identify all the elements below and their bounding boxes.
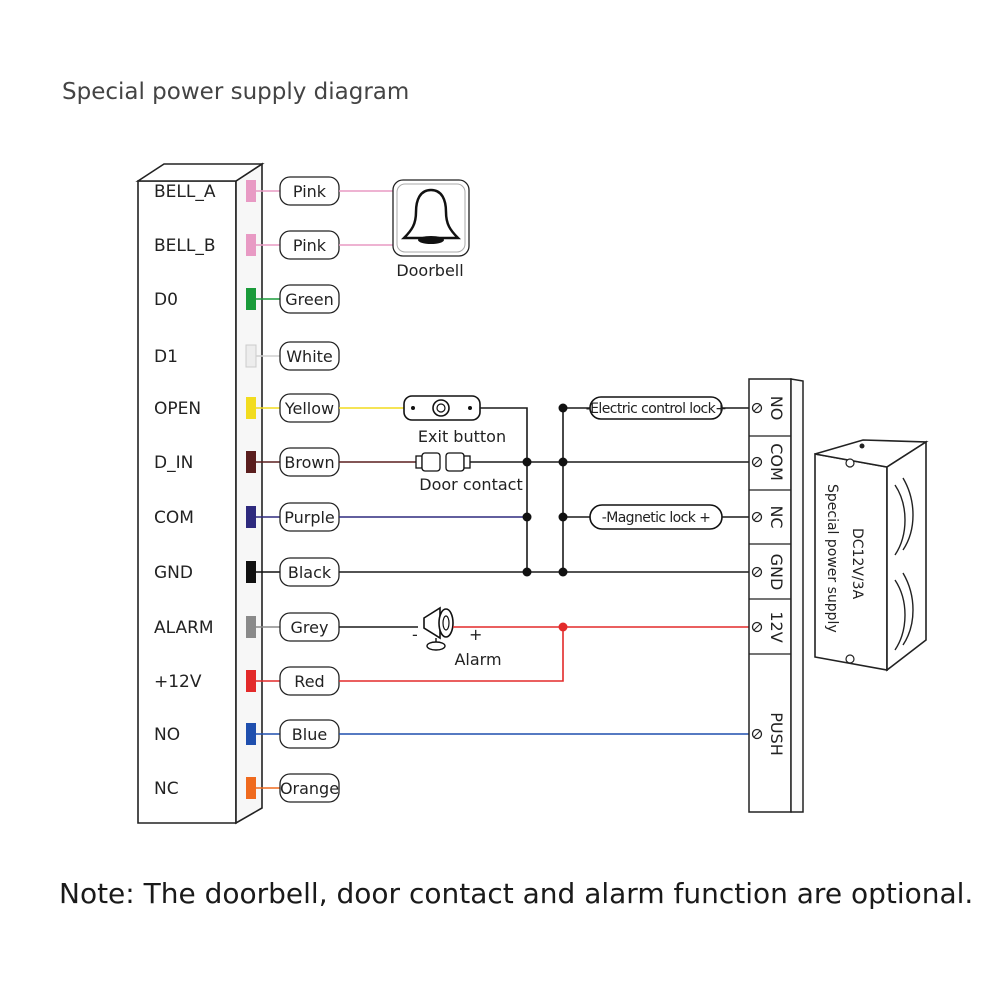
psu-terminal-label-12v: 12V xyxy=(767,611,786,642)
terminal-label-gnd: GND xyxy=(154,563,193,583)
terminal-label-v12: +12V xyxy=(154,672,202,692)
terminal-label-bell_b: BELL_B xyxy=(154,236,216,256)
terminal-row-gnd: GND Black xyxy=(154,557,340,587)
alarm-minus-label: - xyxy=(412,625,418,644)
screw-gnd xyxy=(751,566,763,578)
terminal-row-alarm: ALARM Grey xyxy=(154,612,340,642)
terminal-label-bell_a: BELL_A xyxy=(154,182,216,202)
wire-color-open: Yellow xyxy=(284,399,334,418)
exit-button-icon xyxy=(339,395,528,572)
wire-color-bell_a: Pink xyxy=(293,182,327,201)
connector-open xyxy=(246,397,256,419)
terminal-label-alarm: ALARM xyxy=(154,618,214,638)
terminal-row-open: OPEN Yellow xyxy=(154,393,340,423)
alarm-label: Alarm xyxy=(454,650,501,669)
diagram-area xyxy=(138,160,946,828)
magnetic-lock-label: -Magnetic lock + xyxy=(602,510,710,526)
page-title: Special power supply diagram xyxy=(62,79,409,105)
doorbell-icon xyxy=(392,179,470,257)
wire-label-box-d0 xyxy=(279,284,340,314)
psu-terminal-label-gnd: GND xyxy=(767,554,786,591)
terminal-row-bell_b: BELL_B Pink xyxy=(154,230,340,260)
psu-terminal-labels: NO COM NC GND 12V PUSH xyxy=(767,396,786,756)
connector-com xyxy=(246,506,256,528)
alarm-icon xyxy=(339,606,760,651)
doorbell-wiring xyxy=(339,190,394,246)
screw-nc xyxy=(751,511,763,523)
wire-color-d1: White xyxy=(286,347,333,366)
junction-dots xyxy=(522,403,568,632)
connector-bell_b xyxy=(246,234,256,256)
psu-terminal-label-push: PUSH xyxy=(767,712,786,756)
terminal-row-nc: NC Orange xyxy=(154,773,340,803)
screw-12v xyxy=(751,621,763,633)
wire-color-d0: Green xyxy=(285,290,333,309)
terminal-label-d_in: D_IN xyxy=(154,453,193,473)
wire-color-no: Blue xyxy=(292,725,327,744)
terminal-label-no: NO xyxy=(154,725,180,745)
connector-bell_a xyxy=(246,180,256,202)
wire-color-v12: Red xyxy=(294,672,324,691)
terminal-label-d1: D1 xyxy=(154,347,178,367)
screw-no xyxy=(751,402,763,414)
terminal-label-nc: NC xyxy=(154,779,179,799)
wire-color-nc: Orange xyxy=(280,779,339,798)
magnetic-lock: -Magnetic lock + xyxy=(589,504,760,530)
psu-name: Special power supply xyxy=(824,484,840,633)
door-contact-icon xyxy=(339,452,760,472)
screw-push xyxy=(751,728,763,740)
psu-terminal-label-com: COM xyxy=(767,443,786,481)
wire-color-bell_b: Pink xyxy=(293,236,327,255)
controller-unit xyxy=(135,162,265,825)
terminal-row-d1: D1 White xyxy=(154,341,340,371)
psu-rating: DC12V/3A xyxy=(849,528,865,600)
terminal-row-v12: +12V Red xyxy=(154,666,340,696)
terminal-label-open: OPEN xyxy=(154,399,201,419)
electric-control-lock: -Electric control lock+ xyxy=(586,396,760,420)
connector-d1 xyxy=(245,344,257,368)
alarm-plus-label: + xyxy=(469,625,482,644)
footnote: Note: The doorbell, door contact and ala… xyxy=(59,877,973,910)
power-supply-box: DC12V/3A Special power supply xyxy=(814,439,929,672)
terminal-row-no: NO Blue xyxy=(154,719,340,749)
door-contact-label: Door contact xyxy=(419,475,522,494)
wire-color-com: Purple xyxy=(284,508,335,527)
psu-terminal-strip xyxy=(748,378,804,813)
terminal-row-d0: D0 Green xyxy=(154,284,340,314)
psu-screws xyxy=(751,402,763,740)
wire-color-d_in: Brown xyxy=(284,453,334,472)
terminal-label-com: COM xyxy=(154,508,194,528)
terminal-row-com: COM Purple xyxy=(154,502,340,532)
wire-color-alarm: Grey xyxy=(291,618,329,637)
terminal-row-bell_a: BELL_A Pink xyxy=(154,176,340,206)
exit-button-label: Exit button xyxy=(418,427,506,446)
psu-terminal-label-nc: NC xyxy=(767,505,786,528)
doorbell-label: Doorbell xyxy=(396,261,463,280)
connector-nc xyxy=(246,777,256,799)
electric-lock-label: -Electric control lock+ xyxy=(586,401,727,417)
connector-d_in xyxy=(246,451,256,473)
terminal-row-d_in: D_IN Brown xyxy=(154,447,340,477)
screw-com xyxy=(751,456,763,468)
connector-v12 xyxy=(246,670,256,692)
wire-label-box-d1 xyxy=(279,341,340,371)
wire-color-gnd: Black xyxy=(288,563,332,582)
connector-gnd xyxy=(246,561,256,583)
red-12v-wire xyxy=(339,627,564,682)
psu-terminal-label-no: NO xyxy=(767,396,786,421)
wire-label-box-nc xyxy=(279,773,340,803)
connector-alarm xyxy=(246,616,256,638)
connector-d0 xyxy=(246,288,256,310)
connector-no xyxy=(246,723,256,745)
terminal-label-d0: D0 xyxy=(154,290,178,310)
